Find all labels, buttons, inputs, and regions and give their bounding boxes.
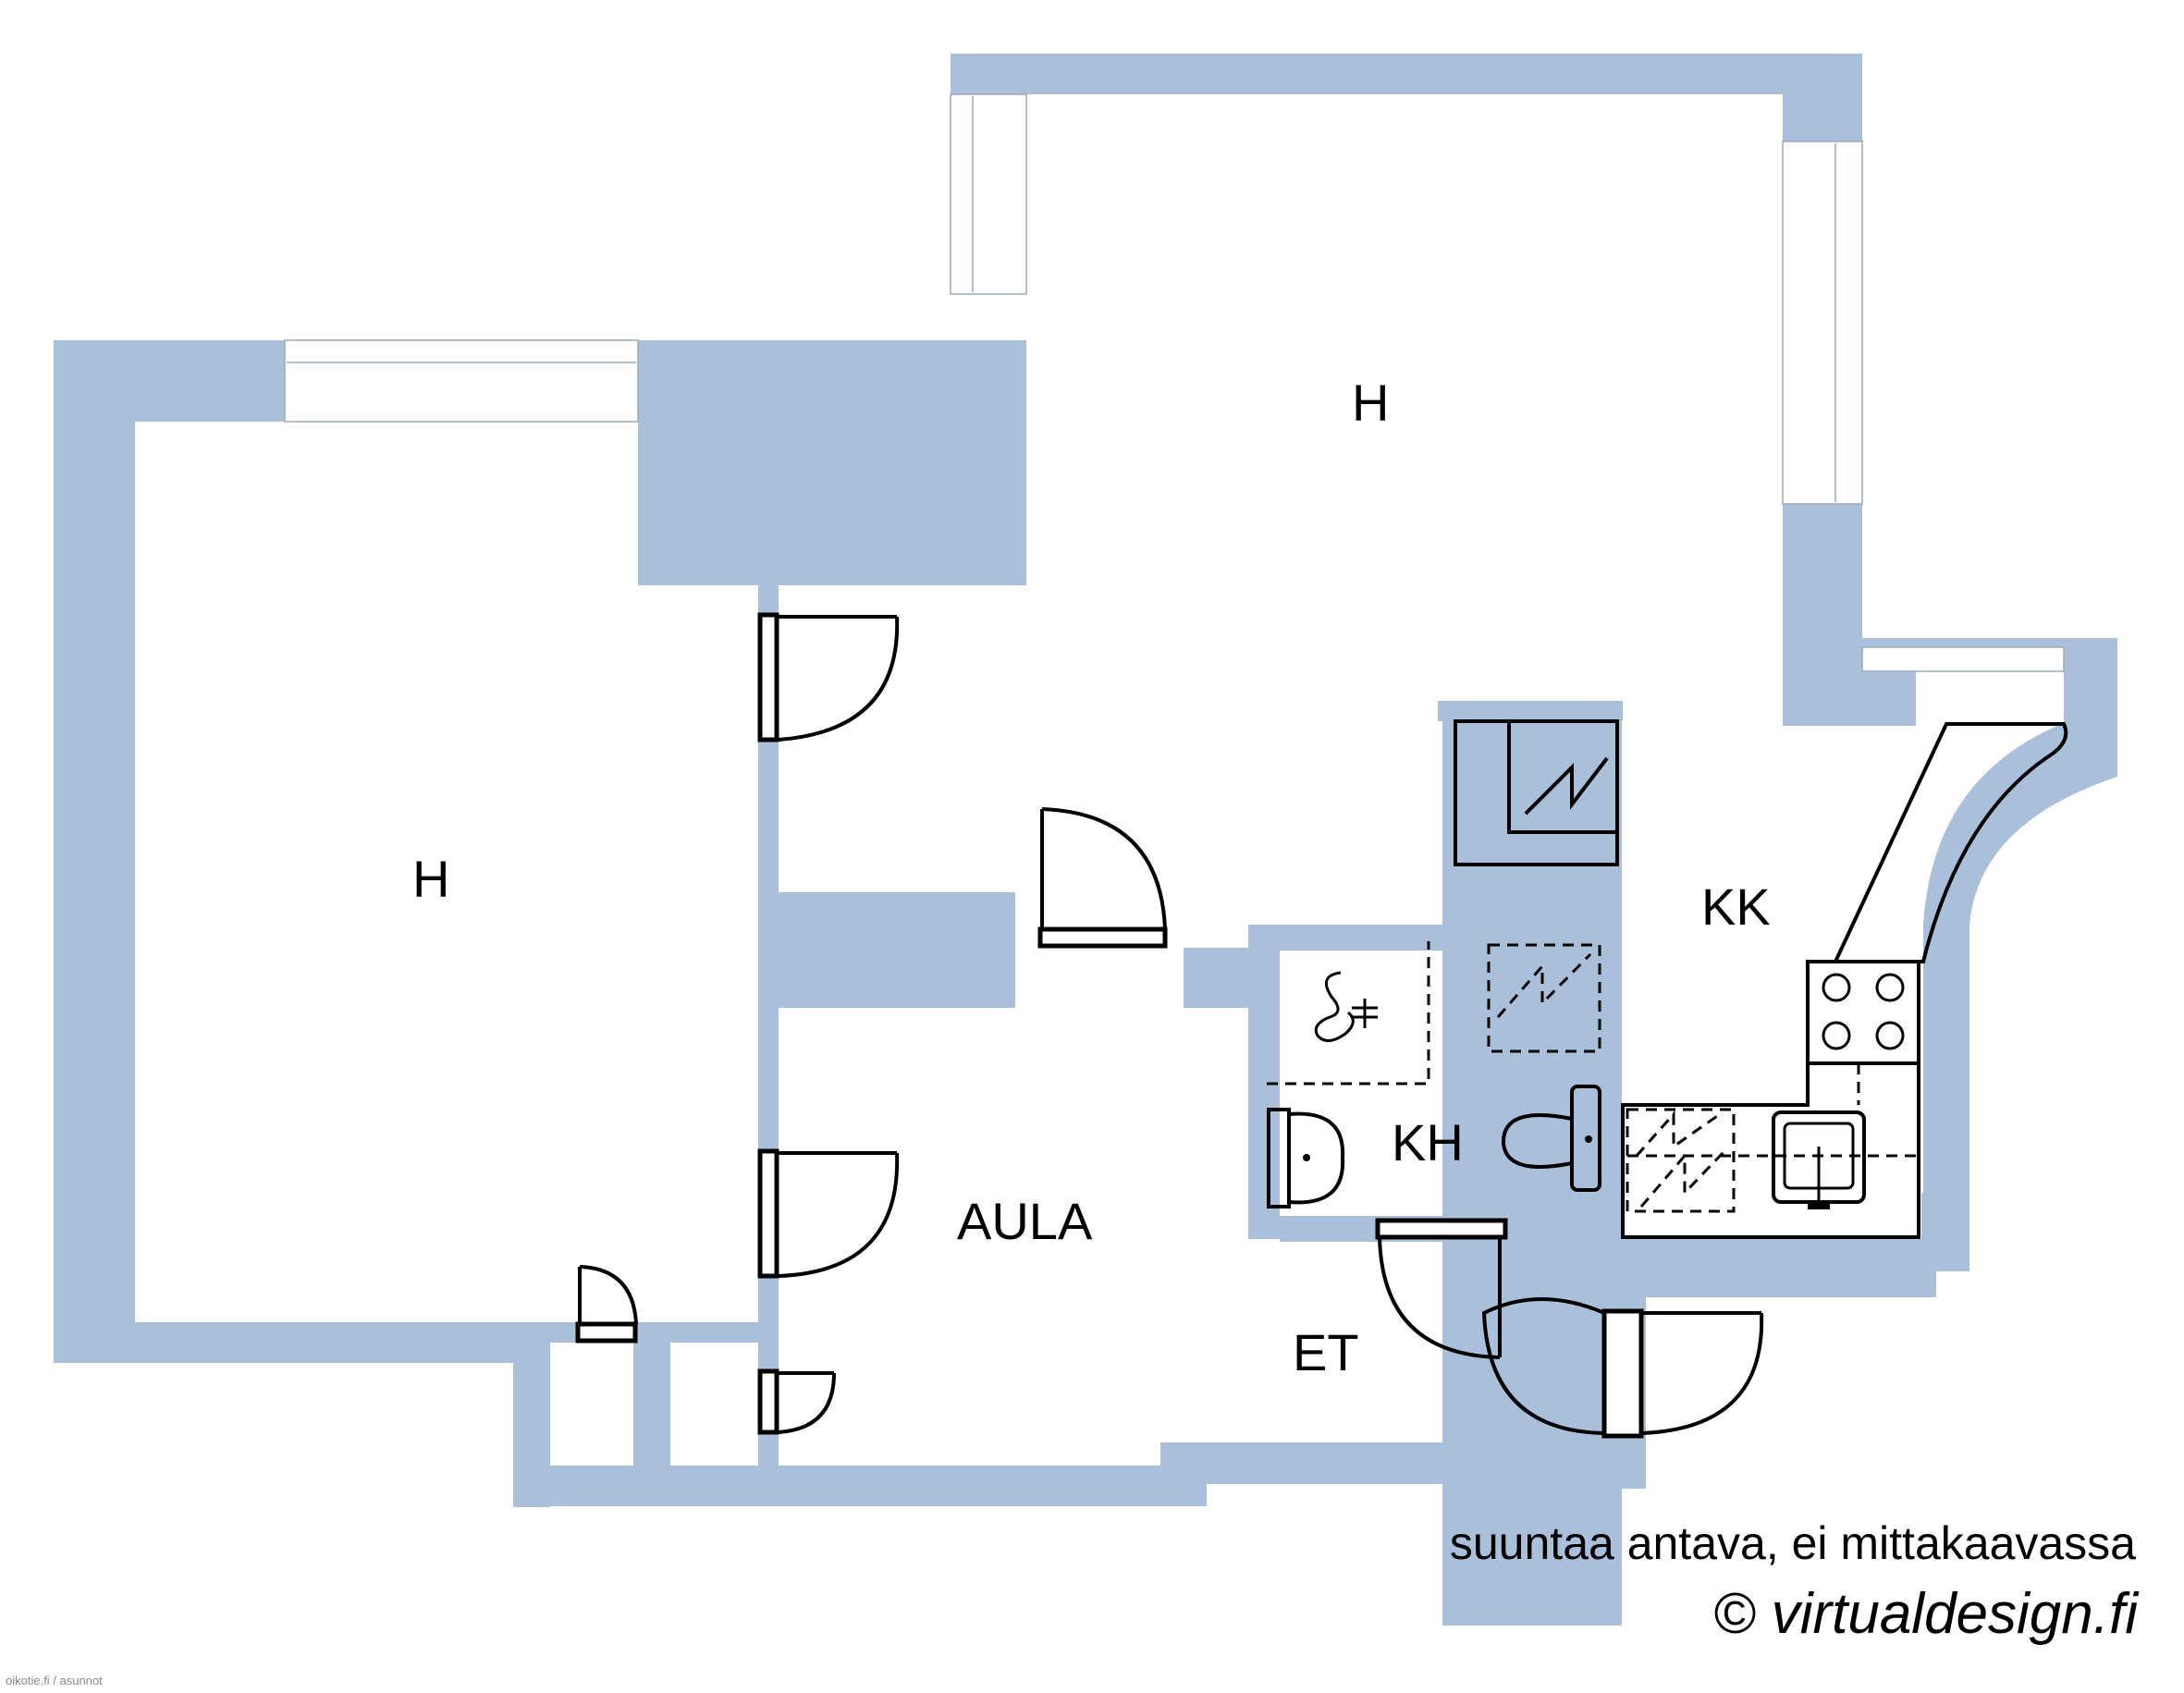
window-top-room-left: [950, 93, 1027, 295]
washing-machine-icon: [1487, 943, 1601, 1053]
door-left-hall: [757, 1148, 900, 1279]
windows: [284, 93, 2065, 672]
room-label-entry: ET: [1293, 1323, 1359, 1381]
scale-disclaimer: suuntaa antava, ei mittakaavassa: [1449, 1517, 2136, 1569]
kitchen-fixtures: KK: [1621, 722, 2068, 1239]
window-top-room-right: [1782, 141, 1863, 505]
room-label-kitchen: KK: [1701, 877, 1771, 936]
doors: [575, 612, 1764, 1439]
stove-icon: [1806, 960, 1920, 1065]
copyright-notice: © virtualdesign.fi: [1712, 1582, 2138, 1646]
fireplace-icon: [1454, 719, 1619, 866]
window-left-room: [284, 339, 639, 423]
bathroom-fixtures: KH: [1267, 941, 1601, 1208]
room-label-hall: AULA: [957, 1192, 1093, 1250]
closets: [513, 1343, 550, 1467]
toilet-icon: [1501, 1085, 1601, 1192]
window-kitchen: [1861, 646, 2065, 672]
door-bathroom: [1375, 1218, 1508, 1359]
dishwasher-icon: [1626, 1108, 1919, 1213]
door-closet-left: [575, 1265, 638, 1343]
room-label-left: H: [412, 850, 449, 908]
room-label-bathroom: KH: [1392, 1113, 1464, 1172]
door-closet-hall: [757, 1368, 836, 1435]
shower-icon: [1314, 971, 1378, 1042]
door-left-top: [757, 612, 900, 742]
sink-icon: [1772, 1110, 1866, 1209]
walls: [54, 54, 2117, 1626]
room-label-top: H: [1352, 374, 1389, 432]
source-watermark: oikotie.fi / asunnot: [6, 1674, 103, 1687]
door-top-hall: [1037, 807, 1168, 949]
washbasin-icon: [1267, 1108, 1345, 1208]
